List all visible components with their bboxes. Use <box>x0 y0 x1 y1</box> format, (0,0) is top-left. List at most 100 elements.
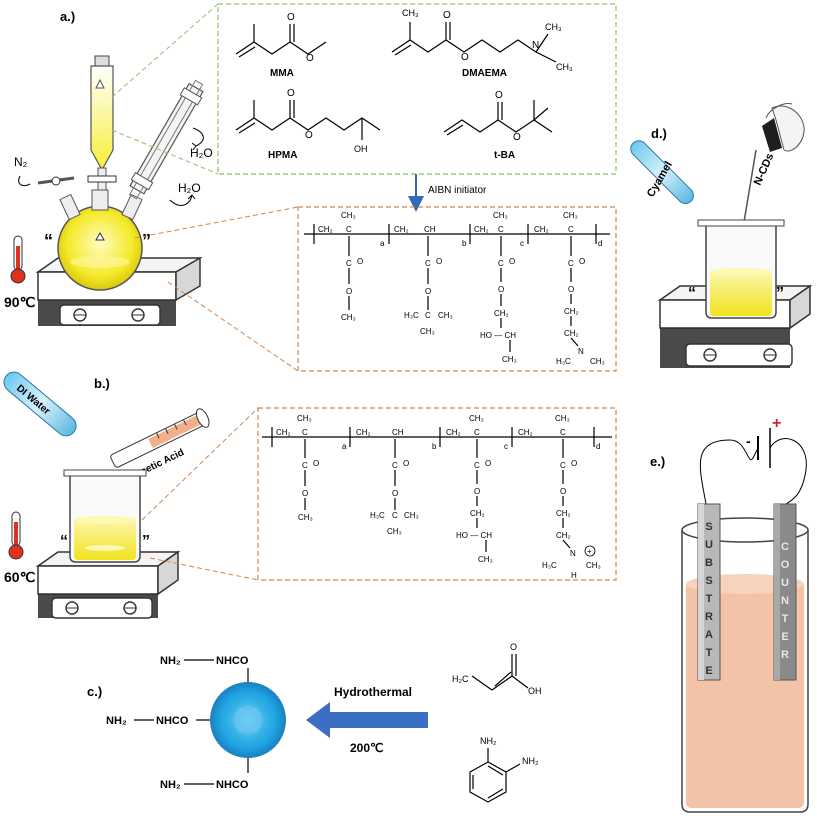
hpma-ester-o: O <box>305 130 313 141</box>
chain-a-ch2-4c: CH₂ <box>564 329 579 338</box>
copolymer-box-b <box>257 407 617 581</box>
chain-a-ch2-1: CH₂ <box>318 225 333 234</box>
chain-a-ch2-3b: CH₂ <box>494 309 509 318</box>
chain-b-n-charge: + <box>587 547 592 556</box>
chain-a-c-4: C <box>568 225 574 234</box>
chain-b-tbu-c: C <box>392 511 398 520</box>
chain-a-ch3-3: CH₃ <box>493 211 508 220</box>
reactor-setup: H₂O H₂O N₂ “ ” 90℃ <box>4 55 213 326</box>
water-inlet-label: H₂O <box>178 181 201 195</box>
hpma-structure: O O OH HPMA <box>235 88 381 161</box>
hpma-oh: OH <box>354 144 368 154</box>
acetic-acid-pipette <box>110 408 210 468</box>
chain-a-o-2a: O <box>436 257 442 266</box>
beaker-d <box>697 219 785 319</box>
chain-b-o-1b: O <box>302 489 308 498</box>
chain-b-n-h: H <box>571 571 577 580</box>
substrate-letter: B <box>705 557 713 569</box>
acrylic-oh: OH <box>528 686 542 696</box>
panel-label-e: e.) <box>650 454 665 469</box>
acrylic-o: O <box>510 642 517 652</box>
thermometer-b-icon <box>8 511 24 560</box>
chain-a-sub-a: a <box>380 239 385 248</box>
dmaema-ester-o: O <box>461 52 469 63</box>
tba-carbonyl-o: O <box>495 90 503 101</box>
tba-structure: O O t-BA <box>443 90 553 161</box>
chain-b-n: N <box>570 549 576 558</box>
chain-a-ch3-4: CH₃ <box>563 211 578 220</box>
chain-b-o-2a: O <box>403 459 409 468</box>
chain-b-ester-c-3: C <box>474 461 480 470</box>
counter-letter: R <box>781 649 789 661</box>
motion-mark-left-b: “ <box>60 533 68 550</box>
chain-a-o-3a: O <box>509 257 515 266</box>
mma-ester-o: O <box>306 53 314 64</box>
chain-b-ch2-3b: CH₂ <box>470 509 485 518</box>
chain-b-tbu-ch3a: CH₃ <box>404 511 419 520</box>
chain-a-o-3b: O <box>498 285 504 294</box>
chain-b-ch2-3: CH₂ <box>446 428 461 437</box>
hpma-carbonyl-o: O <box>287 88 295 99</box>
chain-a-ch2-3: CH₂ <box>474 225 489 234</box>
chain-b-o-3a: O <box>485 459 491 468</box>
chain-b-ch2-1: CH₂ <box>276 428 291 437</box>
amine-mid: NH₂ <box>106 715 127 727</box>
chain-b-o-4b: O <box>560 487 566 496</box>
nitrogen-label: N₂ <box>14 155 28 169</box>
copolymer-chain-a: CH₂ C CH₃ a CH₂ CH b CH₂ C CH₃ c CH₂ C C… <box>304 211 610 366</box>
monomer-dmaema: DMAEMA <box>462 68 507 79</box>
chain-b-o-3b: O <box>474 487 480 496</box>
counter-letter: U <box>781 577 789 589</box>
chain-b-ch2-2: CH₂ <box>356 428 371 437</box>
chain-b-ester-c-1: C <box>302 461 308 470</box>
motion-mark-left: “ <box>44 231 53 251</box>
electrodeposition-cell: - + <box>681 415 809 813</box>
chain-a-o-1a: O <box>357 257 363 266</box>
chain-a-tbu-h3c: H₃C <box>404 311 419 320</box>
chain-a-ester-c-4: C <box>568 259 574 268</box>
acrylic-acid-structure: H₂C O OH <box>452 642 542 696</box>
chain-b-ch3-1: CH₃ <box>297 414 312 423</box>
chain-b-och3: CH₃ <box>298 513 313 522</box>
chain-a-ester-c-2: C <box>425 259 431 268</box>
phenylenediamine-structure: NH₂ NH₂ <box>469 736 539 803</box>
chain-a-ch2-4: CH₂ <box>534 225 549 234</box>
chain-a-c-1: C <box>346 225 352 234</box>
substrate-letter: S <box>705 521 712 533</box>
substrate-letter: U <box>705 539 713 551</box>
dmaema-ch3: CH₃ <box>402 8 419 18</box>
monomer-tba: t-BA <box>494 150 515 161</box>
chain-a-c-3: C <box>498 225 504 234</box>
substrate-letter: S <box>705 575 712 587</box>
dmaema-nch3-b: CH₃ <box>556 62 573 72</box>
dmaema-carbonyl-o: O <box>443 10 451 21</box>
reaction-temperature-a: 90℃ <box>4 294 36 310</box>
counter-letter: T <box>782 613 789 625</box>
chain-b-c-1: C <box>302 428 308 437</box>
panel-label-c: c.) <box>87 684 102 699</box>
chain-a-n-h3c: H₃C <box>556 357 571 366</box>
chain-b-c-4: C <box>560 428 566 437</box>
water-outlet-label: H₂O <box>190 146 213 160</box>
substrate-letter: T <box>706 647 713 659</box>
protonation-setup: DI Water Acetic Acid <box>3 371 210 619</box>
chain-b-sub-c: c <box>504 442 508 451</box>
chain-a-ch2-2: CH₂ <box>394 225 409 234</box>
initiator-label: AIBN initiator <box>428 185 487 196</box>
amide-mid: NHCO <box>156 715 189 727</box>
chain-b-o-4a: O <box>571 459 577 468</box>
beaker-b <box>63 469 147 563</box>
counter-letter: E <box>781 631 788 643</box>
panel-label-d: d.) <box>651 126 667 141</box>
motion-mark-right-b: ” <box>142 533 150 550</box>
di-water-tube: DI Water <box>3 371 77 437</box>
acrylic-h2c: H₂C <box>452 674 469 684</box>
chain-b-n-ch3: CH₃ <box>586 561 601 570</box>
chain-b-ch-2: CH <box>392 428 404 437</box>
chain-a-n: N <box>578 347 584 356</box>
chain-a-ch3-1: CH₃ <box>341 211 356 220</box>
chain-a-o-4b: O <box>568 285 574 294</box>
chain-b-ester-c-2: C <box>392 461 398 470</box>
